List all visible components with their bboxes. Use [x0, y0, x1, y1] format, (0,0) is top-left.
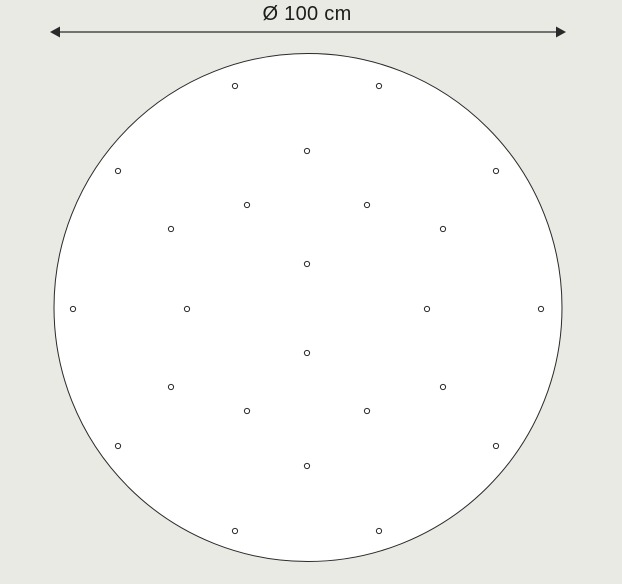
dimension-line: [50, 26, 566, 38]
mounting-hole: [492, 167, 500, 175]
mounting-hole: [375, 527, 383, 535]
mounting-hole: [492, 442, 500, 450]
mounting-holes: [69, 82, 545, 535]
mounting-hole: [303, 349, 311, 357]
round-panel: [53, 53, 563, 562]
mounting-hole: [439, 383, 447, 391]
mounting-hole: [69, 305, 77, 313]
mounting-hole: [231, 527, 239, 535]
mounting-hole: [423, 305, 431, 313]
diameter-label: Ø 100 cm: [262, 3, 352, 25]
arrow-left-icon: [50, 26, 60, 38]
mounting-hole: [243, 201, 251, 209]
mounting-hole: [439, 225, 447, 233]
mounting-hole: [537, 305, 545, 313]
mounting-hole: [243, 407, 251, 415]
mounting-hole: [303, 462, 311, 470]
mounting-hole: [363, 201, 371, 209]
mounting-hole: [303, 147, 311, 155]
mounting-hole: [231, 82, 239, 90]
arrow-right-icon: [556, 26, 566, 38]
mounting-hole: [167, 383, 175, 391]
mounting-hole: [167, 225, 175, 233]
mounting-hole: [114, 442, 122, 450]
mounting-hole: [375, 82, 383, 90]
mounting-hole: [114, 167, 122, 175]
mounting-hole: [183, 305, 191, 313]
mounting-hole: [303, 260, 311, 268]
mounting-hole: [363, 407, 371, 415]
